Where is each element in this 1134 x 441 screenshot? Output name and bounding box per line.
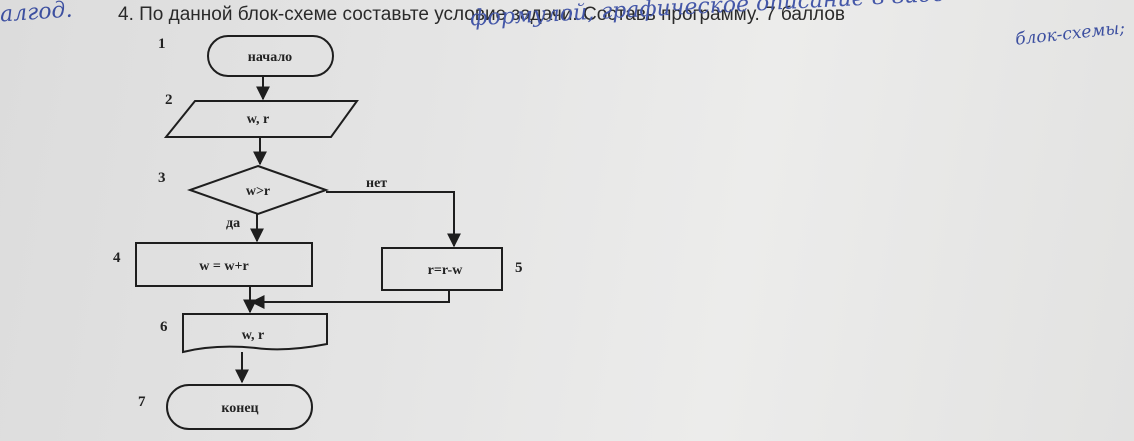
node-number-6: 6: [160, 319, 168, 335]
process-yes-label: w = w+r: [199, 259, 248, 274]
node-number-2: 2: [165, 92, 173, 108]
input-parallelogram: [163, 100, 359, 138]
output-label: w, r: [242, 328, 265, 343]
input-label: w, r: [247, 112, 270, 127]
process-no-label: r=r-w: [428, 263, 464, 278]
node-number-5: 5: [515, 260, 523, 276]
branch-yes-label: да: [226, 216, 240, 231]
arrow-decision-no: [326, 191, 461, 248]
output-document: [182, 313, 328, 354]
node-number-3: 3: [158, 170, 166, 186]
start-terminator: [207, 35, 334, 77]
process-yes-box: [135, 242, 313, 287]
node-number-7: 7: [138, 394, 146, 410]
node-number-4: 4: [113, 250, 121, 266]
decision-label: w>r: [246, 184, 270, 199]
end-label: конец: [221, 401, 258, 416]
arrow-no-to-merge: [250, 290, 450, 309]
start-label: начало: [248, 50, 292, 65]
end-terminator: [166, 384, 313, 430]
branch-no-label: нет: [366, 176, 387, 191]
task-statement: 4. По данной блок-схеме составьте услови…: [118, 4, 845, 25]
process-no-box: [381, 247, 503, 291]
node-number-1: 1: [158, 36, 166, 52]
